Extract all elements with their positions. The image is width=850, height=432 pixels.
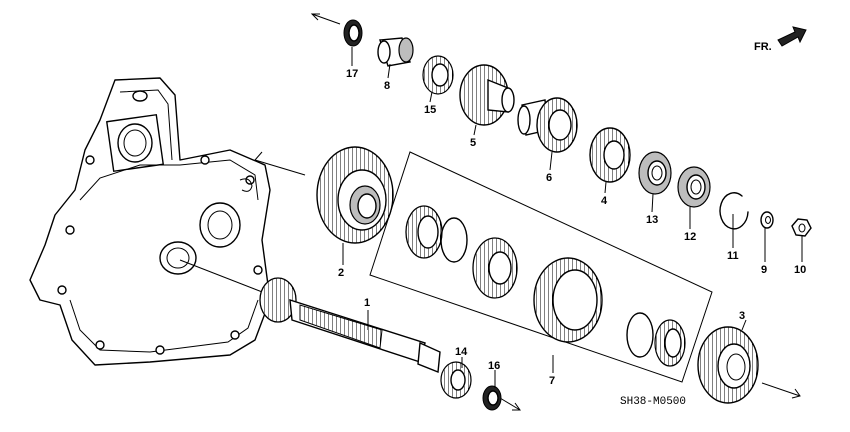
label-10: 10 — [794, 264, 806, 276]
leader-lines — [342, 47, 803, 388]
part-15-needle-bearing — [422, 55, 454, 95]
label-9: 9 — [761, 264, 767, 276]
front-direction-indicator: FR. — [754, 26, 807, 53]
transmission-case — [29, 77, 271, 366]
part-14-needle-bearing — [440, 361, 472, 399]
label-4: 4 — [601, 195, 608, 207]
part-6-gear — [517, 97, 578, 153]
front-label: FR. — [754, 41, 772, 53]
label-15: 15 — [424, 104, 436, 116]
part-9-washer — [760, 211, 774, 229]
label-5: 5 — [470, 137, 476, 149]
label-6: 6 — [546, 172, 552, 184]
part-8-collar — [377, 37, 414, 67]
part-5-gear — [459, 64, 515, 126]
label-7: 7 — [549, 375, 555, 387]
part-12-ball-bearing — [677, 166, 711, 208]
label-2: 2 — [338, 267, 344, 279]
synchro-assembly-box — [369, 151, 713, 383]
part-17-oil-seal — [343, 19, 363, 47]
diagram-code: SH38-M0500 — [620, 396, 686, 408]
label-3: 3 — [739, 310, 745, 322]
front-arrow-icon — [777, 26, 807, 47]
label-16: 16 — [488, 360, 500, 372]
label-13: 13 — [646, 214, 658, 226]
label-14: 14 — [455, 346, 468, 358]
part-16-seal — [482, 385, 502, 411]
label-12: 12 — [684, 231, 696, 243]
part-10-lock-nut — [791, 218, 812, 237]
part-number-labels: 17 8 15 5 6 4 13 12 11 9 10 2 1 3 14 16 … — [338, 68, 806, 387]
part-2-large-gear — [316, 146, 394, 244]
label-8: 8 — [384, 80, 390, 92]
part-7-synchro-set — [405, 205, 686, 367]
label-11: 11 — [727, 250, 739, 262]
part-1-mainshaft — [259, 277, 441, 373]
label-1: 1 — [364, 297, 370, 309]
part-4-gear — [589, 127, 631, 183]
part-11-snap-ring — [719, 192, 749, 230]
part-13-ball-bearing — [638, 151, 672, 195]
assembly-axis-lines — [179, 13, 801, 411]
part-3-gear — [697, 326, 759, 404]
label-17: 17 — [346, 68, 358, 80]
